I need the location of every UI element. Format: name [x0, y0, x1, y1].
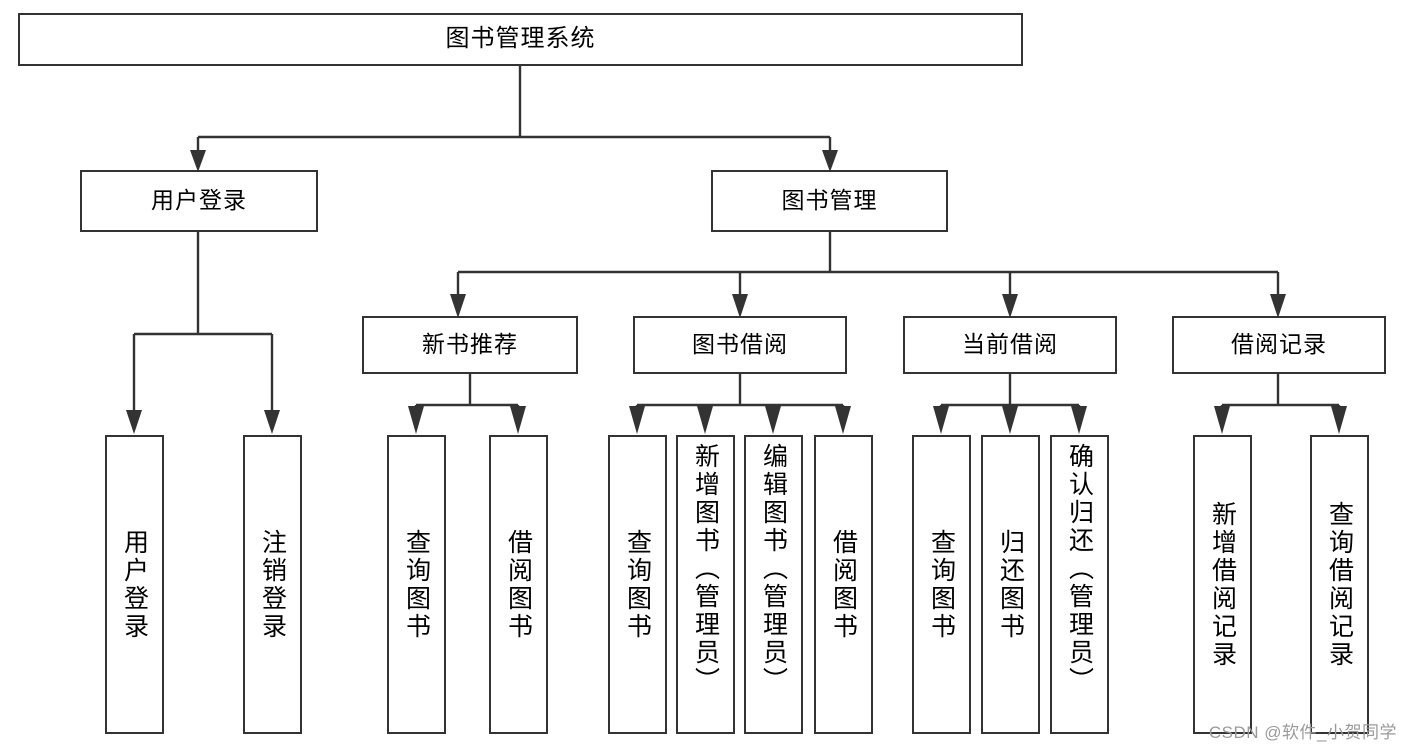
arrowhead-leaf-user-login — [126, 410, 142, 434]
node-label: 图书借阅 — [692, 331, 788, 358]
node-label: 借阅图书 — [504, 528, 533, 641]
node-label: 图书管理 — [781, 187, 878, 214]
node-user-login[interactable]: 用户登录 — [80, 170, 318, 232]
node-label: 查询图书 — [623, 528, 652, 641]
node-label: 用户登录 — [120, 528, 149, 641]
leaf-query-book-new-recommend[interactable]: 查询图书 — [387, 435, 446, 734]
leaf-add-borrow-record[interactable]: 新增借阅记录 — [1193, 435, 1252, 734]
node-label: 注销登录 — [258, 528, 287, 641]
leaf-query-book-current[interactable]: 查询图书 — [912, 435, 971, 734]
node-label: 当前借阅 — [962, 331, 1058, 358]
arrowhead-leaf-borrow-book-1 — [510, 406, 526, 434]
arrowhead-leaf-query-book-3 — [933, 406, 949, 434]
leaf-edit-book-admin[interactable]: 编辑图书（管理员） — [744, 435, 803, 734]
arrowhead-leaf-confirm-return — [1071, 406, 1087, 434]
node-label: 借阅记录 — [1231, 331, 1327, 358]
leaf-logout-login[interactable]: 注销登录 — [243, 435, 302, 734]
arrowhead-leaf-return-book — [1002, 406, 1018, 434]
node-label: 查询借阅记录 — [1325, 500, 1354, 669]
leaf-borrow-book-new-recommend[interactable]: 借阅图书 — [489, 435, 548, 734]
node-label: 用户登录 — [151, 187, 247, 214]
arrowhead-leaf-borrow-book-2 — [835, 406, 851, 434]
arrowhead-new-book-recommend — [450, 294, 466, 318]
node-label: 归还图书 — [996, 528, 1025, 641]
leaf-return-book[interactable]: 归还图书 — [981, 435, 1040, 734]
leaf-query-borrow-record[interactable]: 查询借阅记录 — [1310, 435, 1369, 734]
arrowhead-borrow-record — [1270, 294, 1286, 318]
node-label: 确认归还（管理员） — [1065, 443, 1094, 695]
node-label: 借阅图书 — [829, 528, 858, 641]
leaf-user-login[interactable]: 用户登录 — [105, 435, 164, 734]
arrowhead-user-login — [190, 150, 206, 172]
node-borrow-record[interactable]: 借阅记录 — [1172, 316, 1386, 374]
arrowhead-leaf-logout-login — [264, 410, 280, 434]
arrowhead-book-manage — [822, 150, 838, 172]
leaf-query-book-borrow[interactable]: 查询图书 — [608, 435, 667, 734]
node-label: 编辑图书（管理员） — [759, 443, 788, 695]
arrowhead-book-borrow — [732, 294, 748, 318]
node-book-manage[interactable]: 图书管理 — [711, 170, 948, 232]
arrowhead-current-borrow — [1002, 294, 1018, 318]
csdn-watermark: CSDN @软件_小贺同学 — [1208, 723, 1397, 742]
node-label: 新书推荐 — [422, 331, 518, 358]
node-new-book-recommend[interactable]: 新书推荐 — [362, 316, 578, 374]
arrowhead-leaf-query-record — [1331, 406, 1347, 434]
arrowhead-leaf-query-book-2 — [629, 406, 645, 434]
leaf-add-book-admin[interactable]: 新增图书（管理员） — [676, 435, 735, 734]
node-label: 查询图书 — [402, 528, 431, 641]
node-label: 图书管理系统 — [445, 25, 596, 53]
arrowhead-leaf-query-book-1 — [408, 406, 424, 434]
arrowhead-leaf-add-record — [1214, 406, 1230, 434]
node-label: 新增借阅记录 — [1208, 500, 1237, 669]
node-root-book-management-system[interactable]: 图书管理系统 — [18, 13, 1023, 66]
node-current-borrow[interactable]: 当前借阅 — [903, 316, 1117, 374]
node-label: 新增图书（管理员） — [691, 443, 720, 695]
leaf-confirm-return-admin[interactable]: 确认归还（管理员） — [1050, 435, 1109, 734]
arrowhead-leaf-add-book — [697, 406, 713, 434]
arrowhead-leaf-edit-book — [765, 406, 781, 434]
leaf-borrow-book-borrow[interactable]: 借阅图书 — [814, 435, 873, 734]
node-label: 查询图书 — [927, 528, 956, 641]
node-book-borrow[interactable]: 图书借阅 — [633, 316, 847, 374]
